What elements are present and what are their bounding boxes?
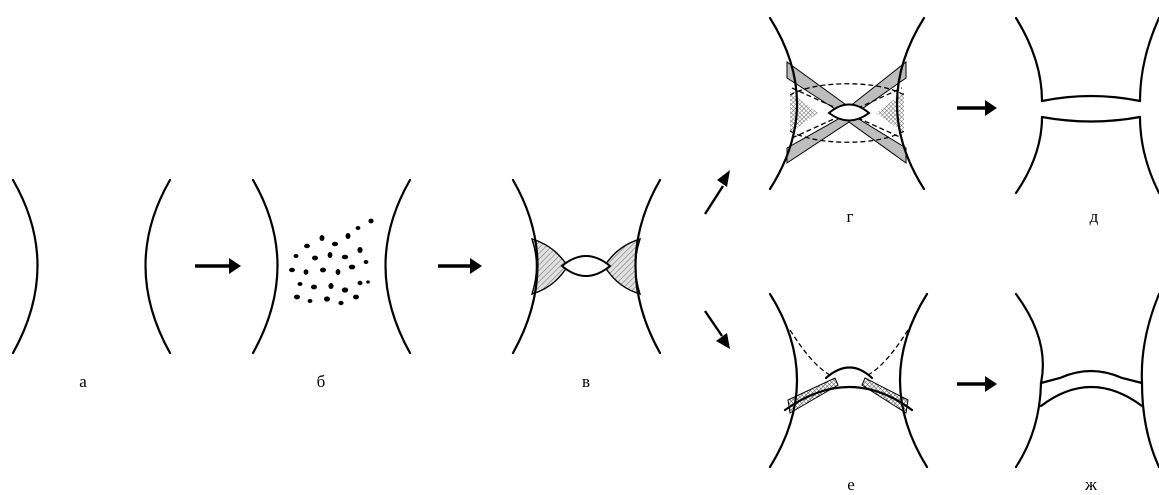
arrow-a-b xyxy=(195,258,241,274)
arrow-b-v xyxy=(438,258,482,274)
stage-d: д xyxy=(1014,16,1159,226)
right-surface-lower xyxy=(1140,381,1159,469)
stage-b: б xyxy=(251,178,412,391)
adhesive-particles xyxy=(289,218,374,306)
stage-v: в xyxy=(511,178,662,391)
dashed-boundary-top xyxy=(789,83,905,96)
left-surface xyxy=(251,178,279,355)
neck-bottom xyxy=(1040,115,1142,123)
left-surface xyxy=(511,178,539,355)
label-v: в xyxy=(582,372,590,391)
stage-e: е xyxy=(768,292,929,494)
left-surface-upper xyxy=(1014,16,1044,103)
left-surface xyxy=(768,16,799,191)
arrow-e-zh xyxy=(957,376,997,392)
label-g: г xyxy=(847,207,854,226)
label-d: д xyxy=(1090,207,1099,226)
neck-lower-arc xyxy=(783,386,914,412)
neck-lens xyxy=(827,103,871,122)
dashed-boundary-bottom xyxy=(789,130,905,143)
stage-zh: ж xyxy=(1014,292,1159,494)
right-surface xyxy=(144,178,172,355)
neck-top xyxy=(1040,94,1142,103)
label-a: а xyxy=(79,372,87,391)
neck-lens xyxy=(560,255,612,277)
label-b: б xyxy=(317,372,326,391)
arrow-v-g xyxy=(703,170,730,215)
label-zh: ж xyxy=(1084,475,1097,494)
right-surface-lower xyxy=(1138,115,1159,195)
neck-lower xyxy=(1039,386,1144,408)
left-surface-upper xyxy=(1014,292,1044,385)
neck-upper-arc xyxy=(824,366,874,380)
left-surface-lower xyxy=(1014,115,1044,195)
left-surface xyxy=(11,178,39,355)
stage-a: а xyxy=(11,178,172,391)
dashed-right xyxy=(867,329,909,376)
right-surface-upper xyxy=(1140,292,1159,385)
arrow-v-e xyxy=(704,310,730,349)
stage-g: г xyxy=(768,16,926,226)
right-surface xyxy=(895,16,926,191)
neck-upper xyxy=(1039,369,1144,385)
left-surface-lower xyxy=(1014,381,1043,469)
left-surface xyxy=(768,292,799,469)
right-surface-upper xyxy=(1138,16,1159,103)
right-surface xyxy=(384,178,412,355)
right-surface xyxy=(898,292,929,469)
right-surface xyxy=(634,178,662,355)
dashed-left xyxy=(789,329,831,376)
arrow-g-d xyxy=(957,100,997,116)
label-e: е xyxy=(847,475,855,494)
